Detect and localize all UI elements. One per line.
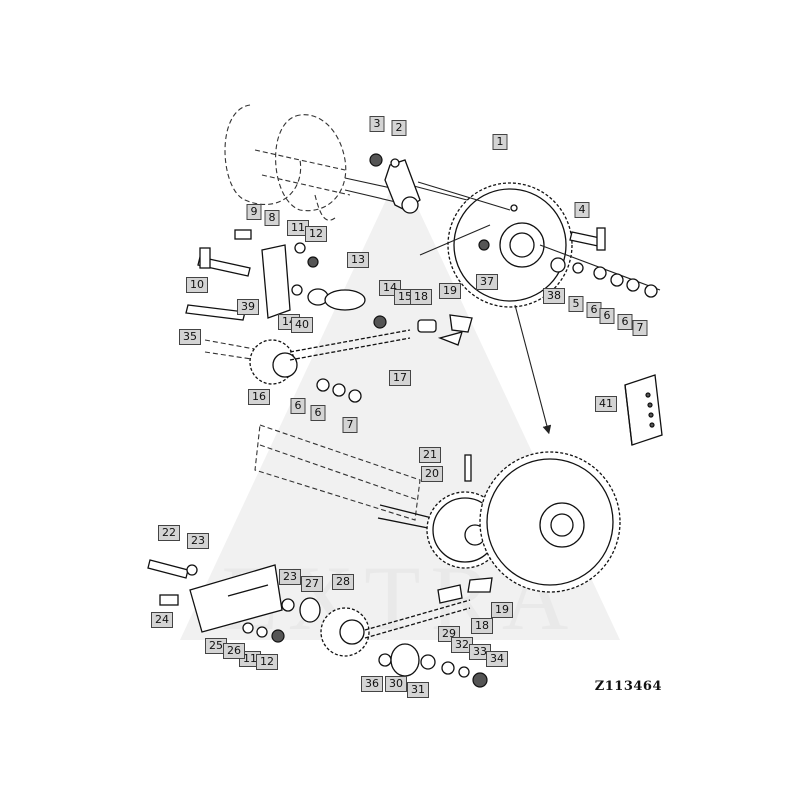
- bracket-lower: [189, 564, 283, 633]
- callout-2: 2: [391, 120, 407, 136]
- direction-arrow: [514, 304, 552, 435]
- nut: [369, 153, 383, 167]
- callout-8: 8: [264, 210, 280, 226]
- callout-37: 37: [476, 274, 498, 290]
- callout-12b: 12: [256, 654, 278, 670]
- callout-34: 34: [486, 651, 508, 667]
- callout-5: 5: [568, 296, 584, 312]
- callout-16: 16: [248, 389, 270, 405]
- callout-25: 25: [205, 638, 227, 654]
- bolt: [569, 231, 601, 247]
- callout-26: 26: [223, 643, 245, 659]
- callout-6c: 6: [617, 314, 633, 330]
- callout-1: 1: [492, 134, 508, 150]
- callout-32: 32: [451, 637, 473, 653]
- callout-39: 39: [237, 299, 259, 315]
- pin: [464, 454, 472, 482]
- callout-23b: 23: [279, 569, 301, 585]
- washer-stack-right: [550, 257, 658, 298]
- callout-31: 31: [407, 682, 429, 698]
- callout-6b: 6: [599, 308, 615, 324]
- callout-28: 28: [332, 574, 354, 590]
- eccentric-plate: [324, 289, 366, 311]
- large-sprocket-lower: [479, 451, 621, 593]
- callout-9: 9: [246, 204, 262, 220]
- callout-22: 22: [158, 525, 180, 541]
- reference-code: Z113464: [594, 679, 662, 694]
- callout-23a: 23: [187, 533, 209, 549]
- callout-38: 38: [543, 288, 565, 304]
- callout-24: 24: [151, 612, 173, 628]
- callout-30: 30: [385, 676, 407, 692]
- callout-27: 27: [301, 576, 323, 592]
- callout-35: 35: [179, 329, 201, 345]
- callout-17: 17: [389, 370, 411, 386]
- large-sprocket-top: [447, 182, 573, 308]
- callout-7b: 7: [342, 417, 358, 433]
- bolt-long: [197, 256, 251, 277]
- callout-6e: 6: [310, 405, 326, 421]
- callout-41: 41: [595, 396, 617, 412]
- callout-36: 36: [361, 676, 383, 692]
- callout-11a: 11: [287, 220, 309, 236]
- callout-4: 4: [574, 202, 590, 218]
- callout-6d: 6: [290, 398, 306, 414]
- callout-40: 40: [291, 317, 313, 333]
- callout-18a: 18: [410, 289, 432, 305]
- callout-3: 3: [369, 116, 385, 132]
- callout-19a: 19: [439, 283, 461, 299]
- callout-18b: 18: [471, 618, 493, 634]
- chain-top: [289, 329, 411, 353]
- callout-13: 13: [347, 252, 369, 268]
- small-sprocket-lower: [320, 607, 370, 657]
- callout-19b: 19: [491, 602, 513, 618]
- callout-21: 21: [419, 447, 441, 463]
- callout-7a: 7: [632, 320, 648, 336]
- callout-12a: 12: [305, 226, 327, 242]
- small-sprocket-left: [249, 339, 298, 385]
- bolt-long-lower: [185, 304, 246, 321]
- bracket-top: [261, 244, 291, 319]
- auger-outline: [224, 104, 351, 221]
- callout-10: 10: [186, 277, 208, 293]
- chain-lower: [364, 599, 471, 631]
- callout-20: 20: [421, 466, 443, 482]
- callout-33: 33: [469, 644, 491, 660]
- beam-outline: [254, 424, 421, 521]
